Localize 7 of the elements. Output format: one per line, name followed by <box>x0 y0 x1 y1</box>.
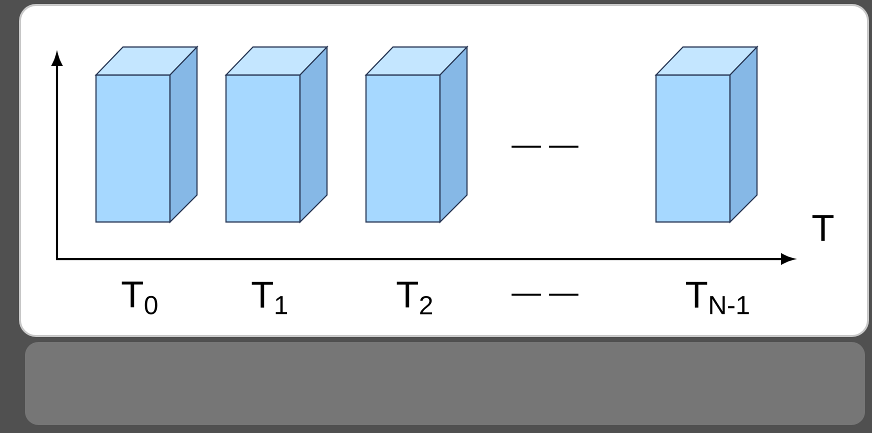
axis-label: T$_{1}$ <box>252 282 288 314</box>
axis-label: T$_{0}$ <box>122 282 158 314</box>
axis-label: T$_{2}$ <box>396 282 432 314</box>
axis-label: T <box>812 215 834 241</box>
axis-label: T$_{N-1}$ <box>686 282 749 314</box>
axis-label: — — <box>512 146 578 148</box>
axis-label: — — <box>512 294 578 296</box>
